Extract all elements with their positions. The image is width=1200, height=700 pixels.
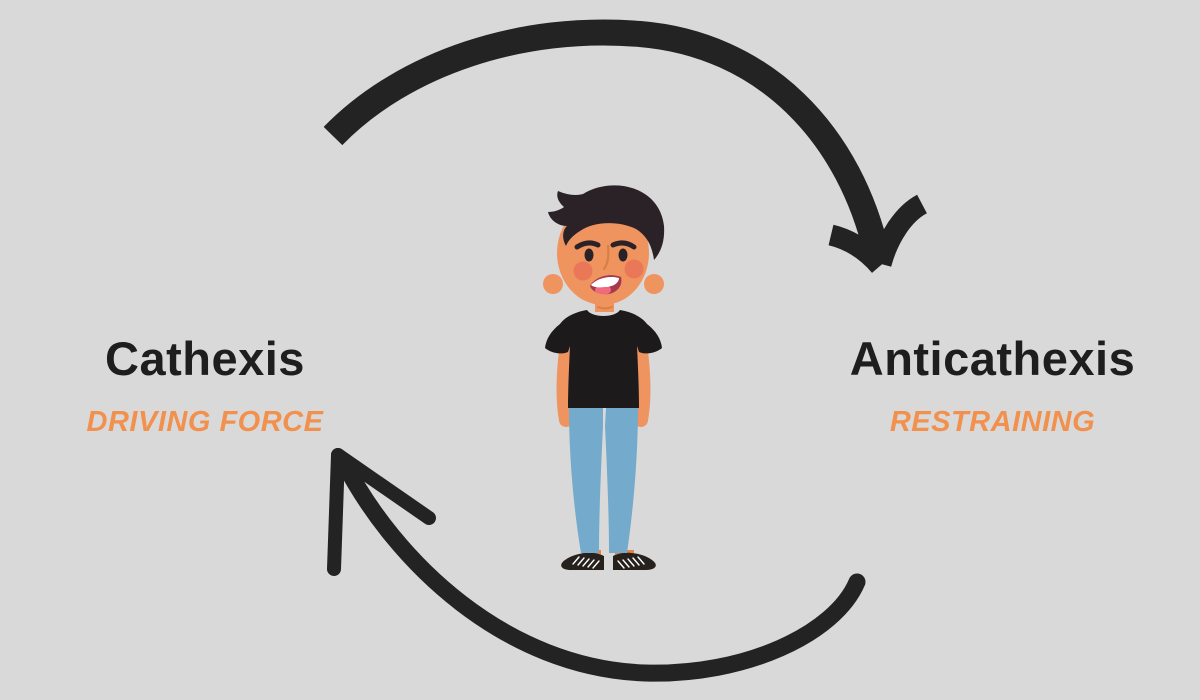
left-cheek (573, 261, 593, 281)
cartoon-man-icon (543, 185, 665, 570)
cathexis-subtitle: DRIVING FORCE (86, 406, 324, 438)
mouth (590, 275, 622, 295)
counterclockwise-arrow-bottom-icon (327, 448, 866, 682)
right-eyebrow (610, 240, 637, 250)
left-ear (543, 274, 563, 294)
cathexis-label: Cathexis DRIVING FORCE (40, 335, 370, 437)
tshirt (545, 310, 662, 408)
left-eyebrow (574, 240, 601, 250)
right-shoe (613, 552, 656, 570)
right-ear (644, 274, 664, 294)
nose (602, 244, 610, 271)
chin-shadow (597, 306, 613, 310)
anticathexis-label: Anticathexis RESTRAINING (827, 335, 1158, 437)
left-shoe (561, 552, 604, 570)
clockwise-arrow-top-icon (323, 19, 928, 274)
cathexis-title: Cathexis (105, 332, 305, 385)
right-cheek (624, 259, 644, 279)
anticathexis-subtitle: RESTRAINING (889, 406, 1096, 438)
anticathexis-title: Anticathexis (849, 332, 1136, 385)
left-eye (584, 248, 594, 262)
hair (548, 185, 665, 260)
right-eye (618, 248, 628, 262)
jeans (569, 408, 638, 553)
